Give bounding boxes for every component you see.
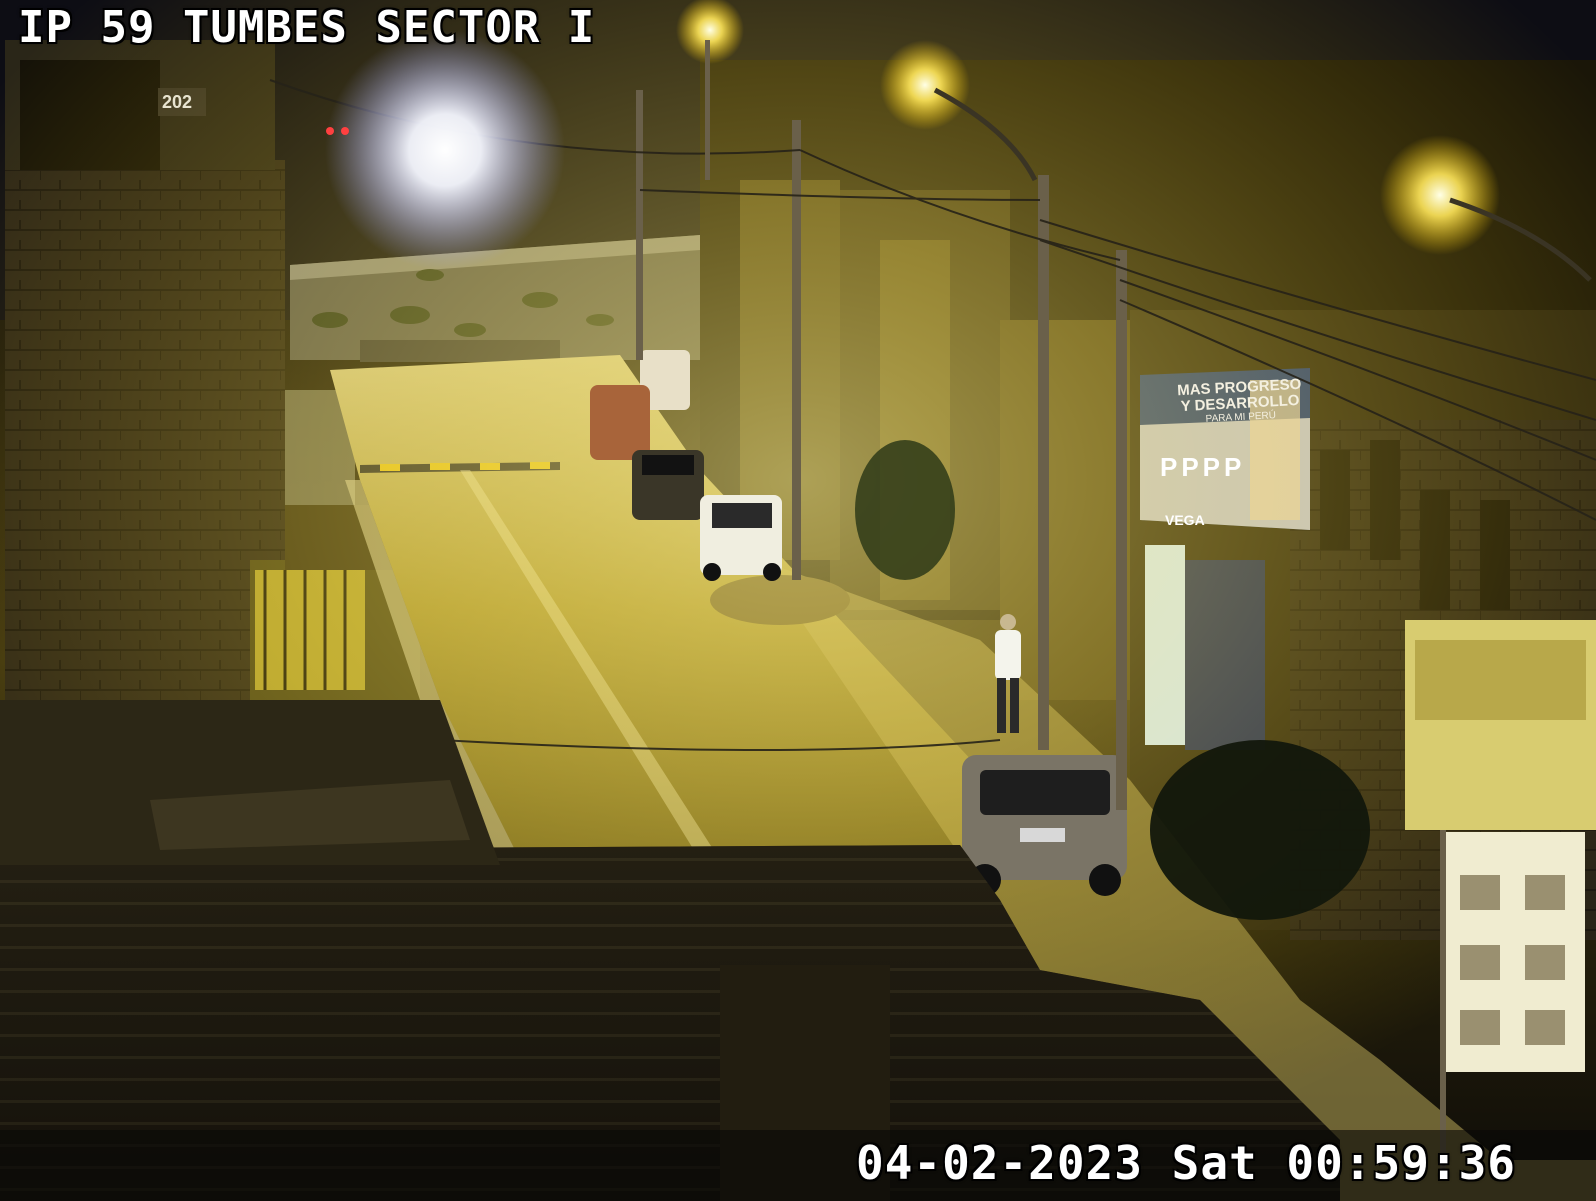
street-lights (325, 0, 1592, 282)
billboard-candidate-name: VEGA (1165, 512, 1205, 528)
house-number: 202 (162, 92, 193, 112)
pedestrian (995, 614, 1021, 733)
camera-title: IP 59 TUMBES SECTOR I (18, 2, 596, 53)
parked-cars (590, 350, 1127, 896)
sidewalk-tree (855, 440, 1370, 920)
billboard-party-name: PPPP (1160, 452, 1246, 482)
camera-timestamp: 04-02-2023 Sat 00:59:36 (856, 1136, 1516, 1190)
restaurant-sign (1405, 620, 1596, 1170)
billboard-slogan: MAS PROGRESO Y DESARROLLO PARA MI PERÚ (1159, 376, 1321, 428)
